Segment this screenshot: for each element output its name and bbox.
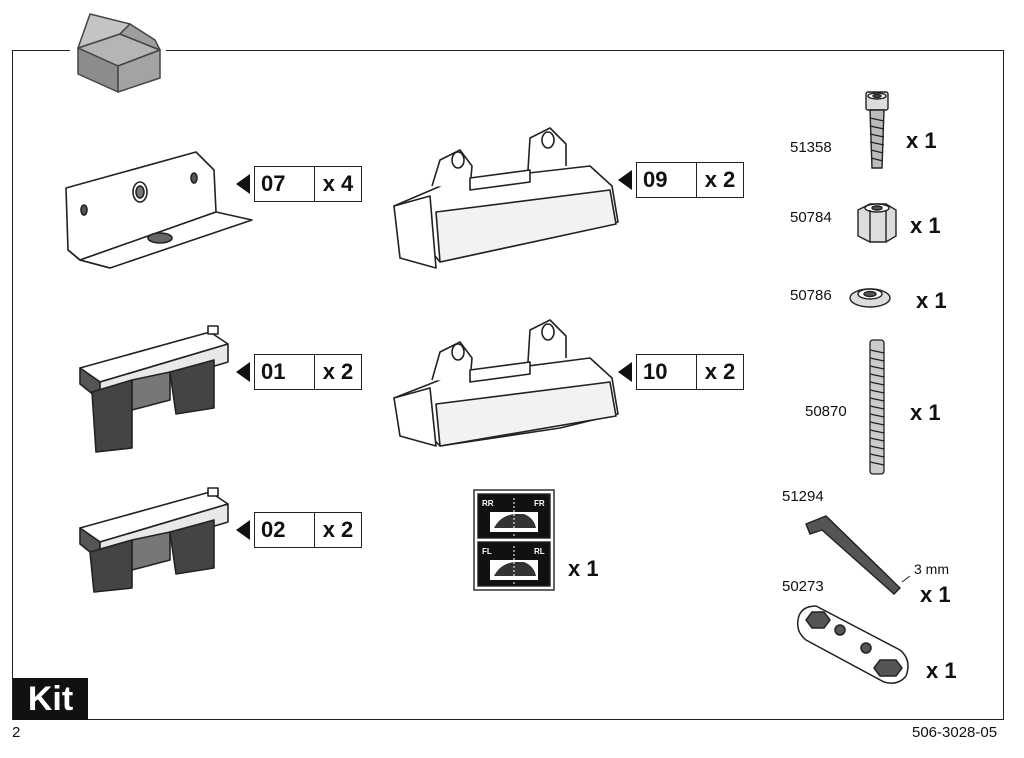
foot-02-icon: [79, 487, 229, 593]
document-code: 506-3028-05: [912, 724, 998, 741]
decal-label-bottom-right: RL: [534, 547, 545, 556]
wrench-50273-icon: [796, 605, 909, 684]
hardware-part-no: 51358: [790, 139, 832, 156]
part-qty: x 4: [322, 171, 354, 196]
footpad-10-icon: [393, 319, 619, 447]
hardware-part-no: 50784: [790, 209, 832, 226]
pointer-arrow-icon: [236, 362, 250, 382]
part-qty: x 2: [704, 359, 736, 384]
part-code: 07: [255, 167, 315, 201]
kit-badge: Kit: [13, 678, 88, 720]
hardware-qty: x 1: [916, 288, 947, 313]
decal-sheet-icon: [473, 489, 555, 591]
part-qty: x 2: [704, 167, 736, 192]
hardware-part-no: 50786: [790, 287, 832, 304]
hardware-qty: x 1: [910, 400, 941, 425]
hardware-part-no: 50273: [782, 578, 824, 595]
footpad-09-icon: [393, 127, 619, 269]
decal-label-top-right: FR: [534, 499, 545, 508]
part-label-09: 09 x 2: [636, 162, 744, 198]
part-qty: x 2: [322, 517, 354, 542]
screw-51358-icon: [865, 91, 889, 169]
part-label-07: 07 x 4: [254, 166, 362, 202]
page-number: 2: [12, 724, 21, 741]
hardware-qty: x 1: [926, 658, 957, 683]
pointer-arrow-icon: [236, 520, 250, 540]
threaded-rod-50870-icon: [869, 339, 885, 475]
part-code: 09: [637, 163, 697, 197]
hardware-qty: x 1: [906, 128, 937, 153]
hex-key-51294-icon: [805, 515, 911, 595]
nut-50784-icon: [857, 203, 897, 243]
pointer-arrow-icon: [618, 362, 632, 382]
pointer-arrow-icon: [236, 174, 250, 194]
hardware-qty: x 1: [910, 213, 941, 238]
pointer-arrow-icon: [618, 170, 632, 190]
hex-key-size: 3 mm: [914, 561, 949, 577]
washer-50786-icon: [849, 288, 891, 308]
decal-label-top-left: RR: [482, 499, 494, 508]
hardware-part-no: 51294: [782, 488, 824, 505]
foot-01-icon: [79, 325, 229, 453]
page-frame: [12, 50, 1004, 720]
hardware-part-no: 50870: [805, 403, 847, 420]
decal-label-bottom-left: FL: [482, 547, 492, 556]
part-label-01: 01 x 2: [254, 354, 362, 390]
part-code: 10: [637, 355, 697, 389]
hardware-qty: x 1: [920, 582, 951, 607]
part-qty: x 2: [322, 359, 354, 384]
kit-box-icon: [77, 13, 161, 93]
part-label-10: 10 x 2: [636, 354, 744, 390]
part-code: 01: [255, 355, 315, 389]
part-label-02: 02 x 2: [254, 512, 362, 548]
bracket-07-icon: [65, 151, 253, 269]
decal-qty: x 1: [568, 556, 599, 581]
part-code: 02: [255, 513, 315, 547]
